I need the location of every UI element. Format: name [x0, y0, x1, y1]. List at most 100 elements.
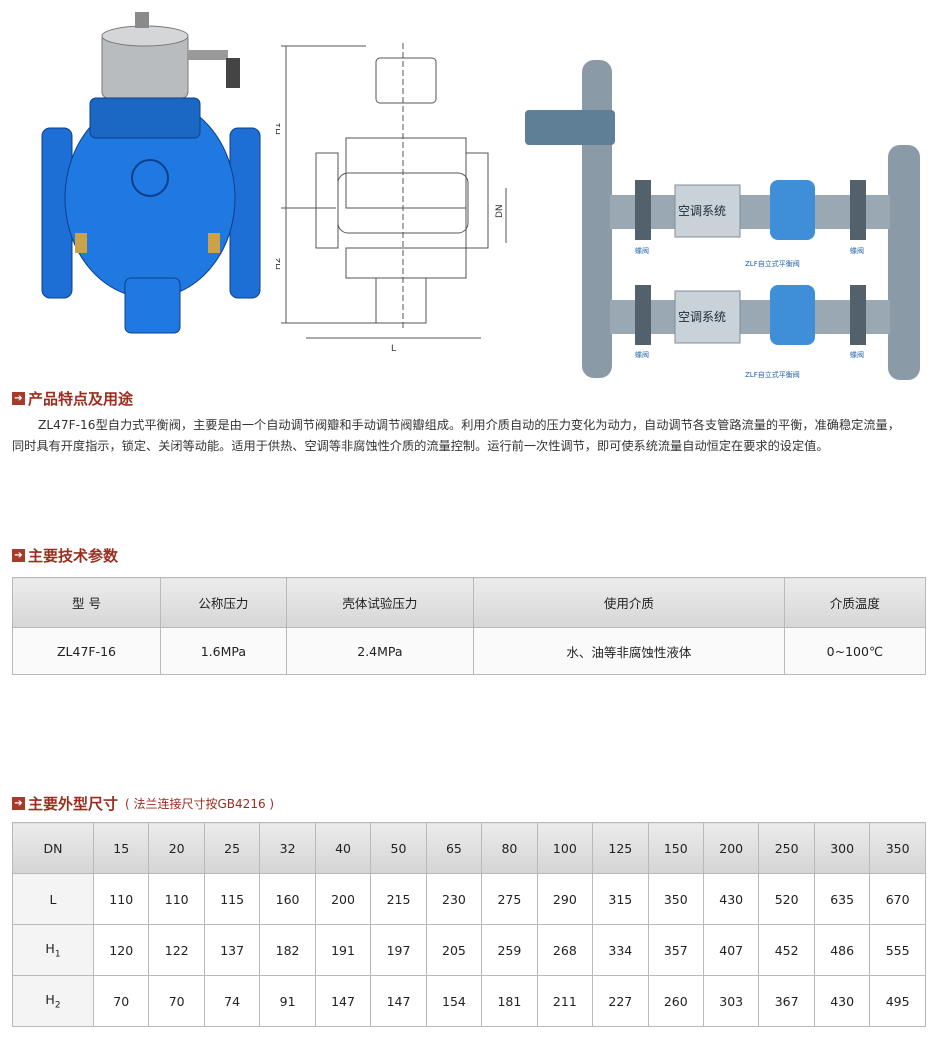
dims-cell-dn: 200	[702, 822, 760, 874]
dims-cell-h2: 147	[370, 975, 427, 1027]
dims-row-label-l: L	[12, 873, 94, 925]
features-title: 产品特点及用途	[28, 390, 134, 408]
dims-cell-dn: 32	[259, 822, 316, 874]
dims-cell-h2: 260	[647, 975, 704, 1027]
butterfly-label-3: 蝶阀	[850, 246, 864, 255]
dims-cell-l: 200	[314, 873, 372, 925]
dims-cell-h1: 268	[536, 924, 594, 976]
balance-label-1: ZLF自立式平衡阀	[745, 259, 800, 268]
params-col-temperature: 介质温度	[783, 577, 927, 628]
coil-label-1: 空调系统	[678, 204, 726, 218]
dims-cell-l: 110	[92, 873, 150, 925]
dims-cell-h2: 154	[425, 975, 483, 1027]
butterfly-label-4: 蝶阀	[850, 350, 864, 359]
dims-cell-h1: 197	[370, 924, 427, 976]
butterfly-label-1: 蝶阀	[635, 246, 649, 255]
dims-cell-h1: 407	[702, 924, 760, 976]
butterfly-label-2: 蝶阀	[635, 350, 649, 359]
dims-cell-h1: 486	[813, 924, 871, 976]
dims-cell-dn: 20	[148, 822, 205, 874]
arrow-icon: ➔	[12, 797, 25, 810]
params-medium: 水、油等非腐蚀性液体	[473, 627, 785, 675]
features-header: ➔ 产品特点及用途	[12, 388, 133, 409]
dims-cell-l: 350	[647, 873, 704, 925]
dims-title: 主要外型尺寸	[28, 795, 119, 813]
dims-cell-h1: 259	[481, 924, 538, 976]
params-col-test-pressure: 壳体试验压力	[285, 577, 475, 628]
params-col-medium: 使用介质	[473, 577, 785, 628]
dims-cell-h2: 181	[481, 975, 538, 1027]
params-model: ZL47F-16	[12, 627, 161, 675]
dims-cell-h1: 357	[647, 924, 704, 976]
dims-cell-h2: 227	[592, 975, 649, 1027]
params-header: ➔ 主要技术参数	[12, 545, 118, 566]
dims-cell-l: 230	[425, 873, 483, 925]
dims-cell-l: 520	[758, 873, 815, 925]
arrow-icon: ➔	[12, 392, 25, 405]
params-temperature: 0~100℃	[783, 627, 927, 675]
dims-cell-h2: 70	[148, 975, 205, 1027]
dims-cell-h1: 182	[259, 924, 316, 976]
dims-cell-dn: 350	[869, 822, 926, 874]
params-table: 型 号 公称压力 壳体试验压力 使用介质 介质温度 ZL47F-16 1.6MP…	[12, 577, 927, 675]
dims-cell-dn: 250	[758, 822, 815, 874]
params-title: 主要技术参数	[28, 547, 119, 565]
dims-cell-dn: 100	[536, 822, 594, 874]
params-pressure: 1.6MPa	[160, 627, 287, 675]
dims-cell-h1: 205	[425, 924, 483, 976]
dims-cell-h2: 495	[869, 975, 926, 1027]
dims-cell-dn: 80	[481, 822, 538, 874]
dims-note: ( 法兰连接尺寸按GB4216 )	[125, 797, 275, 811]
arrow-icon: ➔	[12, 549, 25, 562]
dims-cell-l: 115	[203, 873, 261, 925]
dims-cell-h1: 555	[869, 924, 926, 976]
installation-diagram: 空调系统 空调系统 蝶阀 蝶阀 ZLF自立式平衡阀 ZLF自立式平衡阀 蝶阀 蝶…	[525, 60, 920, 380]
coil-label-2: 空调系统	[678, 310, 726, 324]
dims-cell-l: 635	[813, 873, 871, 925]
dims-cell-l: 430	[702, 873, 760, 925]
dims-cell-l: 290	[536, 873, 594, 925]
dims-cell-dn: 40	[314, 822, 372, 874]
features-text: ZL47F-16型自力式平衡阀，主要是由一个自动调节阀瓣和手动调节阀瓣组成。利用…	[12, 418, 900, 453]
dims-cell-l: 275	[481, 873, 538, 925]
balance-label-2: ZLF自立式平衡阀	[745, 370, 800, 379]
dims-cell-dn: 150	[647, 822, 704, 874]
dims-cell-l: 215	[370, 873, 427, 925]
dims-cell-l: 160	[259, 873, 316, 925]
params-test-pressure: 2.4MPa	[285, 627, 475, 675]
dims-cell-dn: 65	[425, 822, 483, 874]
dims-cell-dn: 25	[203, 822, 261, 874]
dims-cell-h1: 334	[592, 924, 649, 976]
dims-cell-h2: 74	[203, 975, 261, 1027]
dims-cell-dn: 50	[370, 822, 427, 874]
dims-cell-h2: 367	[758, 975, 815, 1027]
dims-cell-h2: 70	[92, 975, 150, 1027]
dims-header: ➔ 主要外型尺寸 ( 法兰连接尺寸按GB4216 )	[12, 793, 274, 814]
dims-cell-l: 315	[592, 873, 649, 925]
valve-photo	[41, 12, 261, 334]
dims-cell-h2: 91	[259, 975, 316, 1027]
params-col-pressure: 公称压力	[160, 577, 287, 628]
l-label: L	[391, 344, 396, 354]
dn-label: DN	[495, 204, 505, 218]
dims-cell-dn: 125	[592, 822, 649, 874]
dims-cell-dn: 300	[813, 822, 871, 874]
table-row: ZL47F-16 1.6MPa 2.4MPa 水、油等非腐蚀性液体 0~100℃	[12, 627, 927, 675]
dims-cell-l: 670	[869, 873, 926, 925]
params-col-model: 型 号	[12, 577, 161, 628]
dims-cell-l: 110	[148, 873, 205, 925]
dims-cell-h1: 120	[92, 924, 150, 976]
h1-label: H1	[276, 123, 283, 136]
dims-cell-h2: 430	[813, 975, 871, 1027]
dims-cell-h1: 191	[314, 924, 372, 976]
dims-cell-h1: 137	[203, 924, 261, 976]
dims-cell-h2: 147	[314, 975, 372, 1027]
valve-dimension-drawing: H1 H2 DN L	[276, 43, 507, 354]
dims-cell-h1: 122	[148, 924, 205, 976]
dims-cell-h1: 452	[758, 924, 815, 976]
